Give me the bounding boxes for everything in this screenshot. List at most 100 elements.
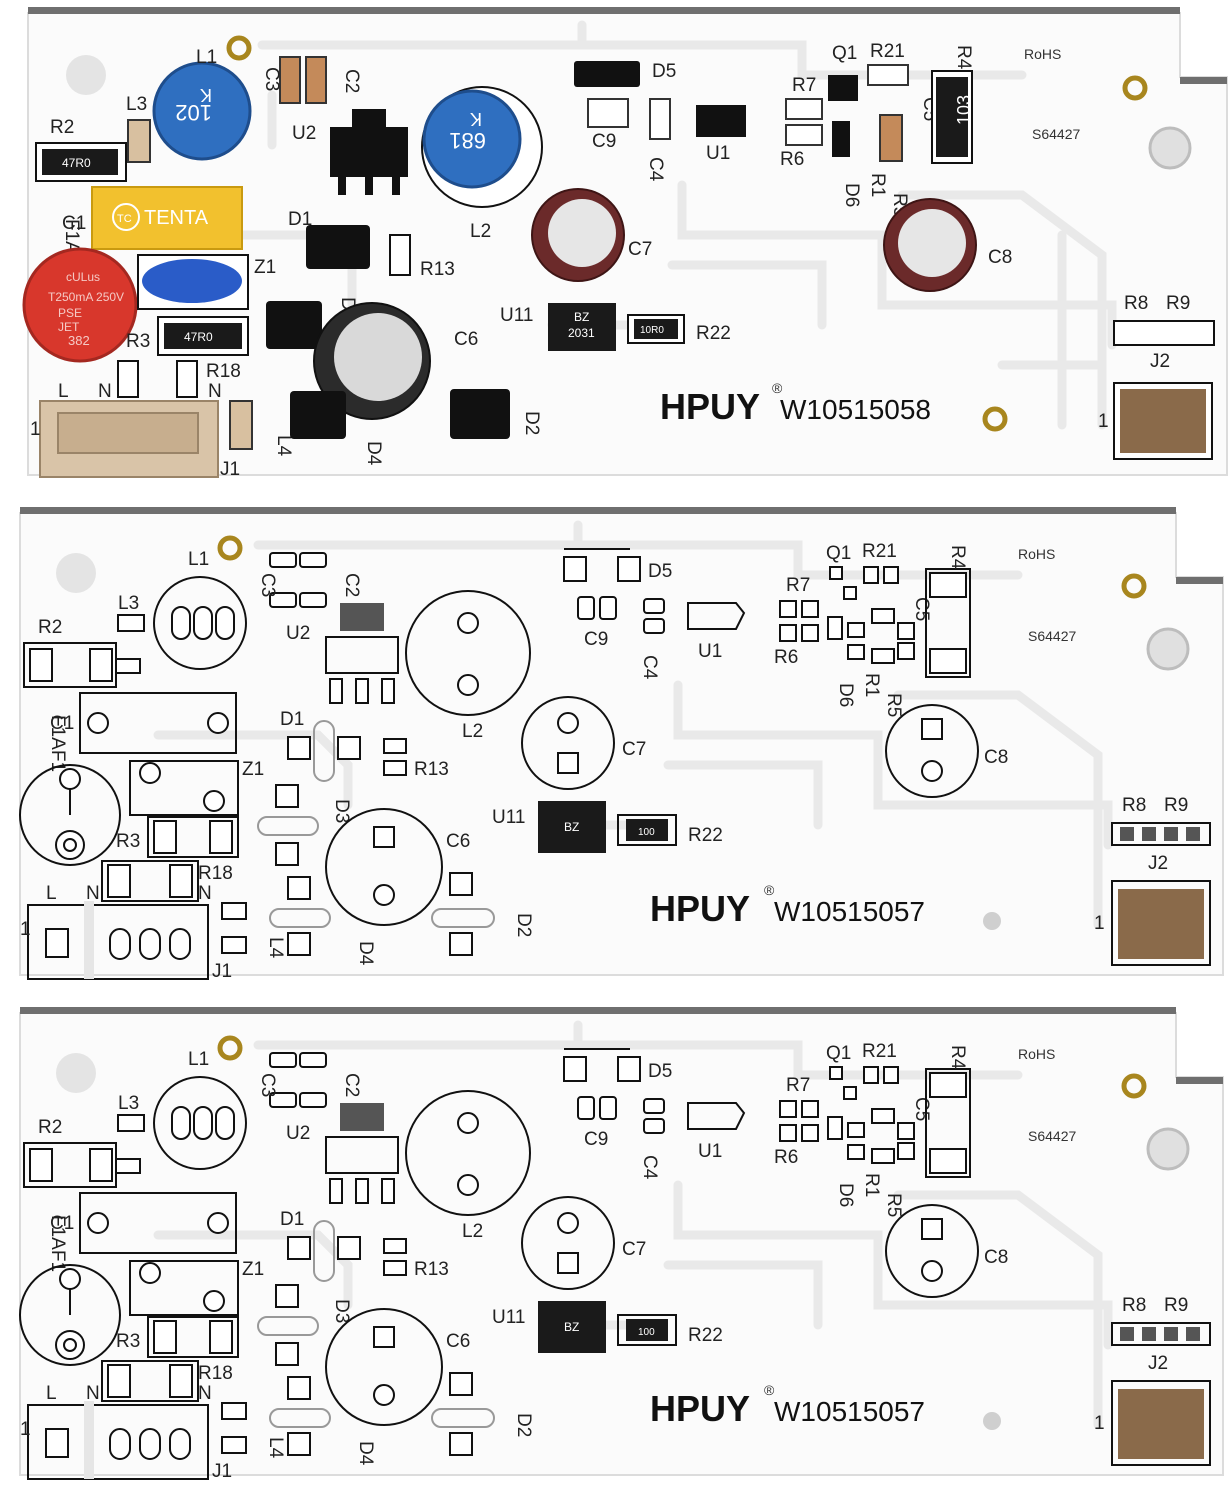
label-c1: C1 — [50, 713, 74, 734]
capacitor-c8 — [885, 704, 979, 798]
marking-u11: BZ — [564, 1320, 579, 1334]
resistor-r4 — [925, 568, 971, 678]
inductor-l4 — [221, 902, 247, 920]
resistor-r6 — [785, 124, 823, 146]
label-c9: C9 — [584, 629, 608, 650]
registered-mark: ® — [764, 1382, 775, 1398]
label-l1: L1 — [196, 47, 217, 68]
label-d1: D1 — [288, 209, 312, 230]
label-l3: L3 — [118, 1093, 139, 1114]
label-d2: D2 — [521, 411, 542, 435]
label-r7: R7 — [792, 75, 816, 96]
label-d4: D4 — [355, 941, 376, 966]
label-r5: R5 — [883, 693, 904, 717]
label-r7: R7 — [786, 1075, 810, 1096]
label-l2: L2 — [470, 221, 491, 242]
label-r4: R4 — [953, 45, 974, 70]
connector-j2 — [1118, 889, 1204, 959]
label-r9: R9 — [1164, 1295, 1188, 1316]
label-c1: C1 — [62, 213, 86, 234]
diode-d5 — [574, 61, 640, 87]
registered-mark: ® — [764, 882, 775, 898]
ic-u11 — [538, 801, 606, 853]
capacitor-c1-tantalum — [91, 186, 243, 250]
diode-d5 — [563, 1056, 587, 1082]
label-u1: U1 — [698, 1141, 722, 1162]
label-r4: R4 — [947, 1045, 968, 1070]
marking-r22: 100 — [638, 1327, 655, 1338]
label-c5: C5 — [911, 597, 932, 621]
label-d6: D6 — [835, 683, 856, 707]
label-l2: L2 — [462, 721, 483, 742]
label-d6: D6 — [835, 1183, 856, 1207]
resistor-r2 — [29, 648, 53, 682]
label-r1: R1 — [861, 1173, 882, 1197]
model-number: W10515057 — [774, 896, 925, 927]
label-c1: C1 — [50, 1213, 74, 1234]
mount-hole — [1146, 1127, 1190, 1171]
label-r2: R2 — [38, 617, 62, 638]
inductor-l4 — [229, 400, 253, 450]
resistor-r21 — [863, 1066, 879, 1084]
inductor-l3 — [127, 119, 151, 163]
diode-d6 — [827, 1116, 843, 1140]
marking-r22: 10R0 — [640, 325, 664, 336]
label-f1af1: F1AF1 — [47, 1215, 68, 1272]
resistor-r6 — [779, 1124, 797, 1142]
marking-l1: 102 — [175, 100, 212, 125]
inductor-l2 — [405, 1090, 531, 1216]
via-ring — [1121, 1073, 1147, 1099]
label-j2: J2 — [1150, 351, 1170, 372]
label-j2: J2 — [1148, 853, 1168, 874]
label-c3: C3 — [257, 1073, 278, 1097]
label-d4: D4 — [363, 441, 384, 466]
mount-hole — [56, 553, 96, 593]
fuse-f1 — [19, 1264, 121, 1366]
connector-j2 — [1118, 1389, 1204, 1459]
label-r8: R8 — [1122, 1295, 1146, 1316]
marking-r2: 47R0 — [62, 156, 91, 170]
label-c7: C7 — [622, 739, 646, 760]
label-f1af1: F1AF1 — [47, 715, 68, 772]
regulator-u2 — [340, 1103, 384, 1131]
label-u2: U2 — [286, 1123, 310, 1144]
label-j1-pin1: 1 — [30, 419, 41, 440]
marking-fuse-4: JET — [58, 320, 80, 334]
resistor-r22 — [626, 819, 668, 841]
resistor-r18 — [107, 864, 131, 898]
resistor-r22 — [626, 1319, 668, 1341]
label-r18: R18 — [198, 863, 233, 884]
capacitor-c9 — [577, 1096, 595, 1120]
diode-d4 — [290, 391, 346, 439]
marking-l2-k: K — [470, 109, 482, 129]
capacitor-c7 — [521, 1196, 615, 1290]
marking-l2: 681 — [449, 128, 486, 153]
text-rohs: RoHS — [1024, 46, 1061, 62]
label-c4: C4 — [639, 1155, 660, 1180]
label-n-right: N — [198, 1383, 212, 1404]
model-number: W10515057 — [774, 1396, 925, 1427]
diode-d3 — [275, 784, 299, 808]
label-j1-pin1: 1 — [20, 919, 31, 940]
marking-r3: 47R0 — [184, 330, 213, 344]
label-l4: L4 — [273, 435, 294, 457]
capacitor-c5 — [879, 114, 903, 162]
label-j2: J2 — [1148, 1353, 1168, 1374]
inductor-l3 — [117, 1114, 145, 1132]
varistor-z1 — [129, 760, 239, 816]
label-c2: C2 — [341, 69, 362, 93]
marking-tantalum-logo: TC — [117, 213, 132, 225]
capacitor-c4 — [643, 598, 665, 614]
via-ring — [217, 1035, 243, 1061]
capacitor-c8 — [885, 1204, 979, 1298]
label-d5: D5 — [652, 61, 676, 82]
label-r22: R22 — [696, 323, 731, 344]
capacitor-c9 — [587, 98, 629, 128]
label-d5: D5 — [648, 1061, 672, 1082]
transistor-q1 — [829, 566, 843, 580]
text-code: S64427 — [1028, 1128, 1076, 1144]
resistor-r21 — [867, 64, 909, 86]
model-number: W10515058 — [780, 394, 931, 425]
label-r1: R1 — [861, 673, 882, 697]
mount-hole — [56, 1053, 96, 1093]
